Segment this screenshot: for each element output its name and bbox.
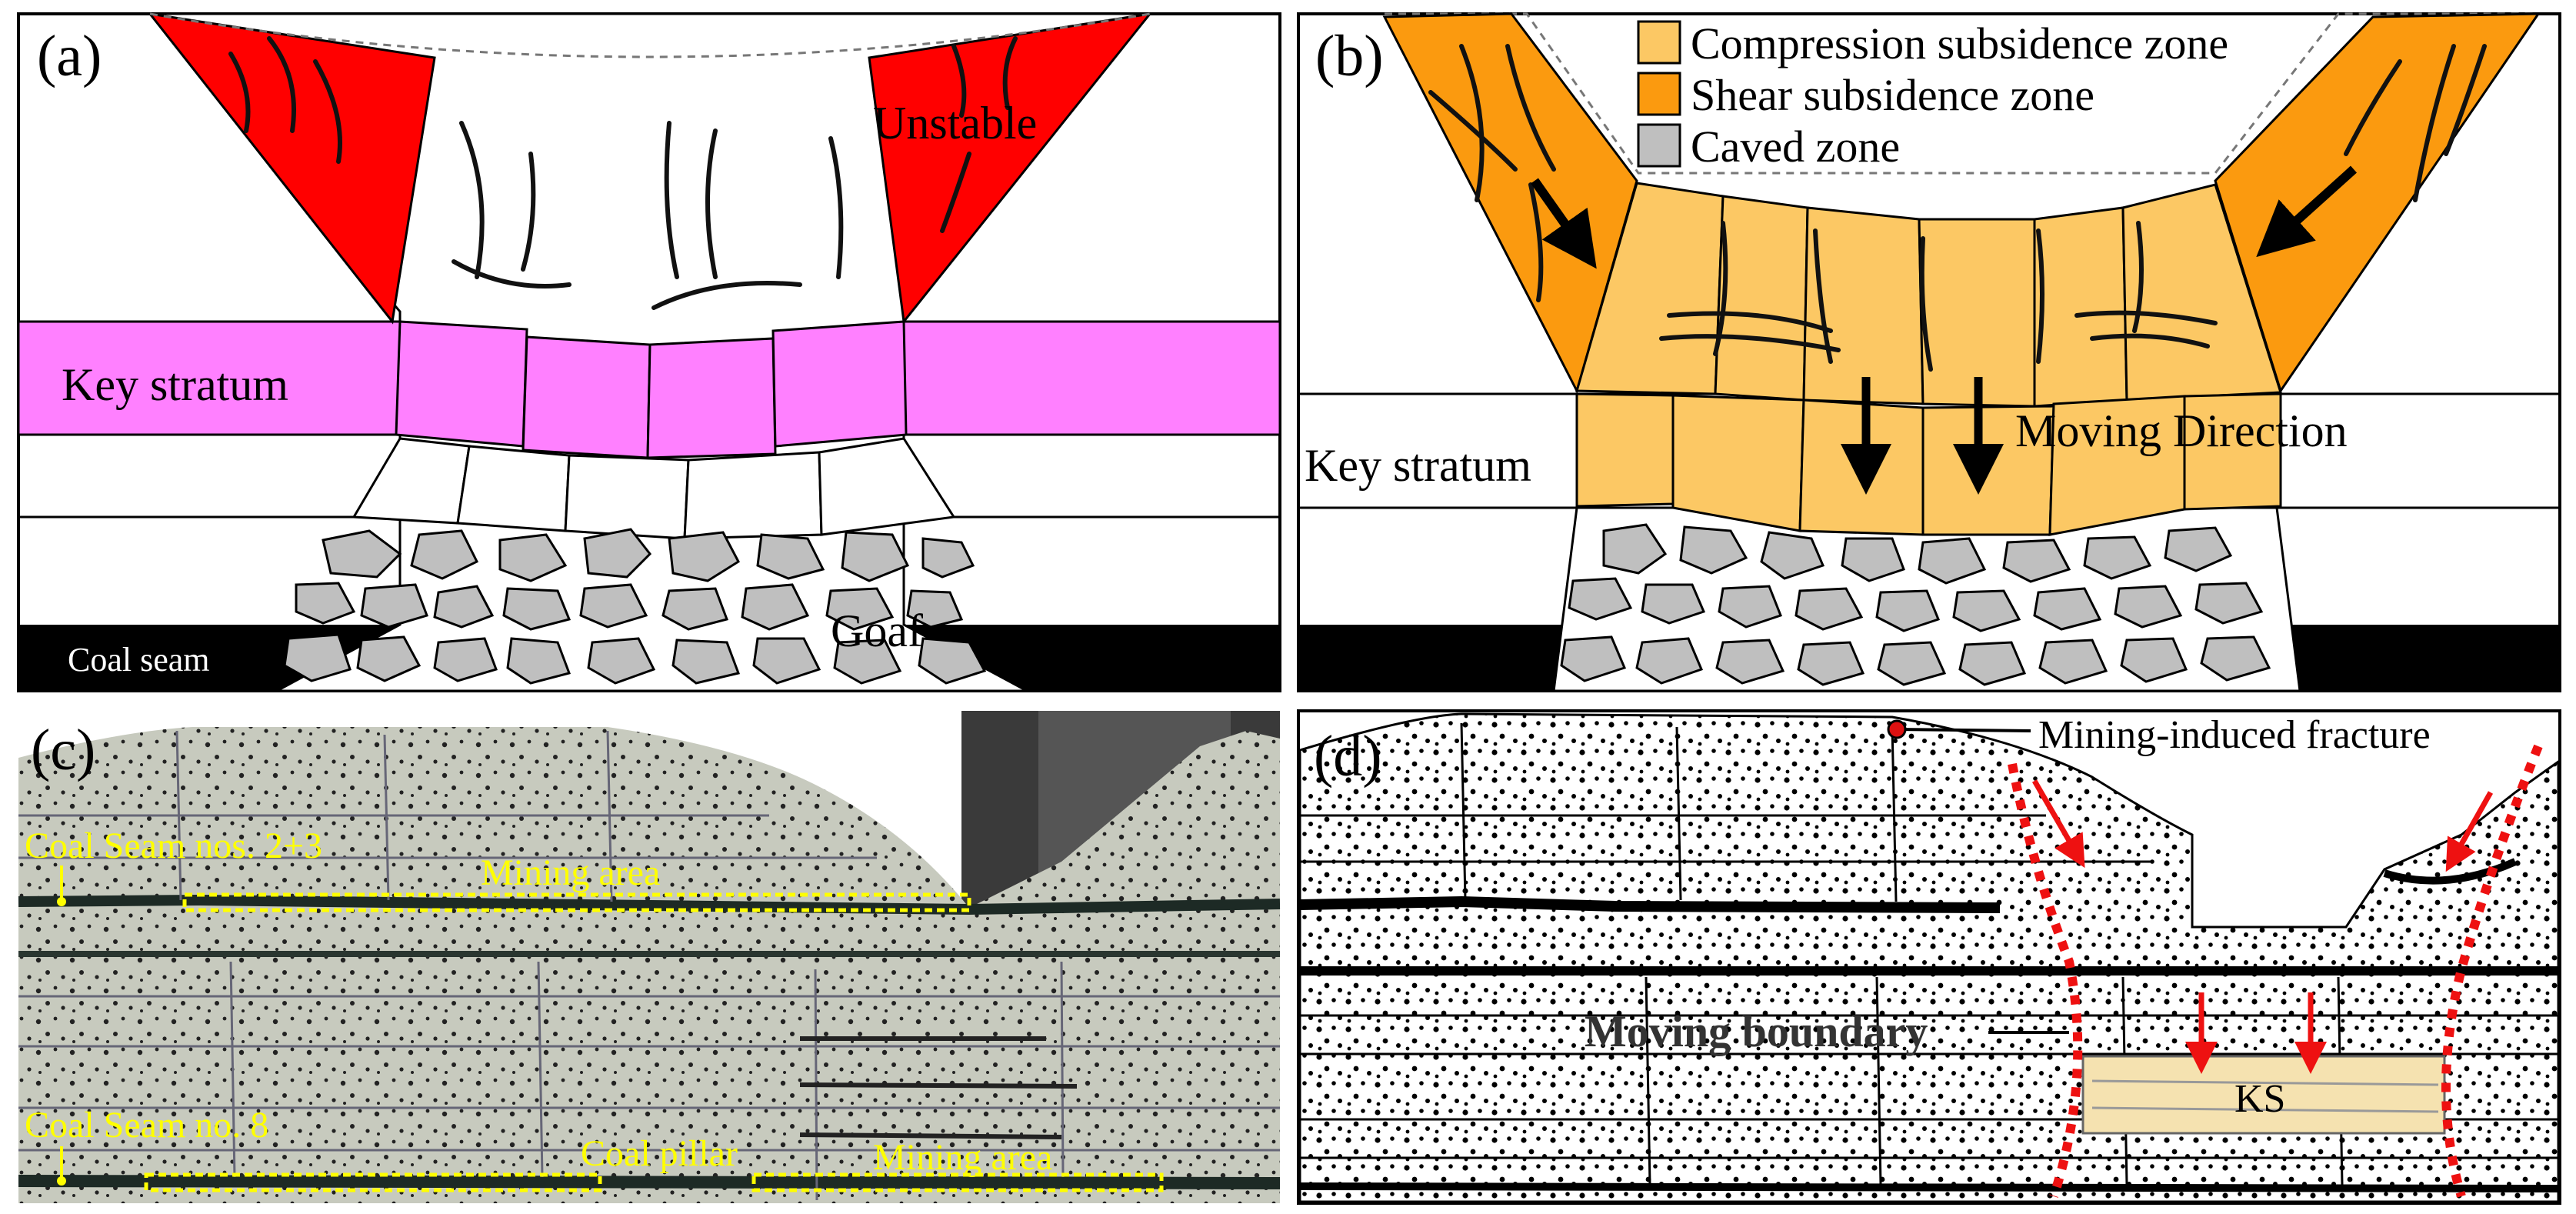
fractures-b xyxy=(1428,44,2487,372)
broken-blocks-a xyxy=(352,437,956,540)
mining-area-lower-label: Mining area xyxy=(873,1137,1052,1178)
mining-area-upper xyxy=(182,892,971,912)
mining-area-lower-right xyxy=(751,1172,1164,1192)
panel-b-label: (b) xyxy=(1315,24,1384,88)
key-stratum-blocks-a xyxy=(395,320,908,459)
panel-c-label: (c) xyxy=(31,718,95,782)
seam-upper-label: Coal Seam nos. 2+3 xyxy=(25,825,322,866)
coal-pillar-label: Coal pillar xyxy=(581,1133,738,1174)
mining-area-upper-label: Mining area xyxy=(481,852,660,893)
moving-boundary-left xyxy=(2008,762,2083,1198)
ks-box xyxy=(2081,1055,2446,1135)
moving-arrows-b xyxy=(1531,165,2358,495)
key-stratum-label-b: Key stratum xyxy=(1305,440,1531,491)
legend-compression-label: Compression subsidence zone xyxy=(1691,18,2228,68)
unstable-label: Unstable xyxy=(873,98,1037,148)
red-arrows-d xyxy=(2031,779,2494,1074)
fracture-marker xyxy=(1887,719,1907,739)
goaf-label: Goaf xyxy=(831,605,923,656)
panel-a: (a) Unstable Key stratum Goaf Coal seam xyxy=(17,12,1281,692)
panel-c: (c) Coal Seam nos. 2+3 Mining area Coal … xyxy=(18,711,1281,1203)
coal-seam-label: Coal seam xyxy=(68,641,210,679)
legend-shear-label: Shear subsidence zone xyxy=(1691,70,2094,120)
seam-lower-label: Coal Seam no. 8 xyxy=(25,1105,268,1146)
legend-b: Compression subsidence zone Shear subsid… xyxy=(1637,18,2228,172)
moving-boundary-label: Moving boundary xyxy=(1585,1006,1928,1056)
moving-direction-label: Moving Direction xyxy=(2015,405,2348,456)
panel-b: Compression subsidence zone Shear subsid… xyxy=(1297,12,2561,692)
panel-d-label: (d) xyxy=(1314,724,1382,789)
key-stratum-label-a: Key stratum xyxy=(62,359,288,410)
goaf-rocks-a xyxy=(283,528,987,685)
panel-d: (d) Mining-induced fracture Moving bound… xyxy=(1297,709,2561,1205)
goaf-rocks-b xyxy=(1560,523,2271,686)
shear-zone-right xyxy=(2214,12,2541,394)
bedding-fractures-c xyxy=(18,730,1280,1201)
fracture-label: Mining-induced fracture xyxy=(2038,713,2431,757)
mining-area-lower-left xyxy=(144,1172,602,1192)
legend-caved-label: Caved zone xyxy=(1691,122,1900,172)
fractures-a xyxy=(228,36,1018,310)
compression-zone xyxy=(1575,182,2283,536)
panel-a-label: (a) xyxy=(37,24,102,88)
ks-label: KS xyxy=(2234,1077,2285,1121)
moving-boundary-right xyxy=(2441,744,2543,1198)
